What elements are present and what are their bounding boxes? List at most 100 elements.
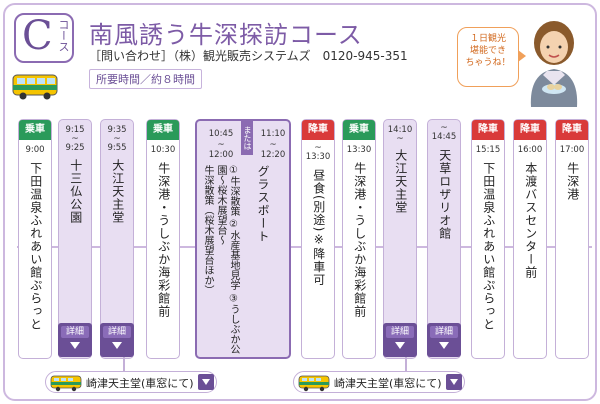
time-tilde: ~	[217, 139, 225, 150]
stop-place: 十三仏公園	[68, 159, 83, 225]
bubble-tail	[518, 50, 526, 62]
passing-point-label: 崎津天主堂(車窓にて)	[86, 377, 194, 390]
time-end: 14:45	[431, 132, 457, 143]
stop-time: ~ 13:30	[302, 140, 334, 163]
time-end: 9:55	[107, 142, 127, 153]
option-a-sub: 牛深散策（桜木展望台ほか）	[202, 165, 213, 295]
stop-column: 乗車 13:30 牛深港・うしぶか海彩館前	[342, 119, 376, 359]
time-end: 9:25	[65, 142, 85, 153]
chevron-down-icon	[112, 342, 122, 349]
duration-badge: 所要時間／約８時間	[89, 69, 202, 89]
passing-point[interactable]: 崎津天主堂(車窓にて)	[45, 371, 217, 393]
time-tilde: ~	[396, 133, 404, 144]
stop-column: 14:10 ~ 大江天主堂	[383, 119, 417, 359]
detail-button[interactable]: 詳細	[58, 323, 92, 357]
chevron-down-icon	[202, 379, 210, 385]
stop-time: ~ 14:45	[428, 120, 460, 143]
time-tilde: ~	[314, 143, 322, 153]
chevron-down-icon	[450, 379, 458, 385]
course-letter: C	[22, 13, 53, 59]
stop-place: 本渡バスセンター前	[523, 161, 538, 279]
stop-column: 乗車 9:00 下田温泉ふれあい館ぷらっと	[18, 119, 52, 359]
bus-icon	[12, 74, 58, 100]
stop-column: 降車 ~ 13:30 昼食(別途)※降車可	[301, 119, 335, 359]
option-a-time: 10:45 ~ 12:00	[203, 129, 239, 161]
time-start: 15:15	[475, 145, 501, 155]
detail-label: 詳細	[386, 326, 414, 338]
chevron-down-icon[interactable]	[446, 374, 462, 390]
stop-place: 天草ロザリオ館	[437, 148, 452, 240]
time-start: 9:35	[107, 125, 127, 135]
passing-point[interactable]: 崎津天主堂(車窓にて)	[293, 371, 465, 393]
stop-place: 下田温泉ふれあい館ぷらっと	[481, 161, 496, 331]
stop-time: 9:00	[19, 140, 51, 156]
detail-button[interactable]: 詳細	[427, 323, 461, 357]
bubble-line: ちゃうね！	[465, 58, 511, 69]
detail-button[interactable]: 詳細	[100, 323, 134, 357]
guide-illustration	[530, 21, 578, 107]
time-tilde: ~	[269, 139, 277, 150]
stop-column: 9:15 ~ 9:25 十三仏公園	[58, 119, 92, 359]
contact-info: ［問い合わせ］（株）観光販売システムズ 0120-945-351	[89, 49, 408, 63]
boarding-badge: 乗車	[147, 120, 179, 140]
stop-column: 9:35 ~ 9:55 大江天主堂	[100, 119, 134, 359]
alighting-badge: 降車	[514, 120, 546, 140]
time-start: 17:00	[559, 145, 585, 155]
waypoint-connector	[123, 357, 125, 373]
stop-time: 14:10 ~	[384, 120, 416, 143]
alighting-badge: 降車	[302, 120, 334, 140]
time-end: 13:30	[305, 152, 331, 163]
page-title: 南風誘う牛深探訪コース	[89, 21, 363, 49]
optional-activity-block: 10:45 ~ 12:00 または 11:10 ~ 12:20 ①牛深散策 ②水…	[195, 119, 291, 359]
course-kana: コース	[57, 19, 70, 52]
boarding-badge: 乗車	[343, 120, 375, 140]
stop-time: 10:30	[147, 140, 179, 156]
time-start: 10:30	[150, 145, 176, 155]
course-badge: C コース	[14, 13, 74, 63]
detail-label: 詳細	[103, 326, 131, 338]
stop-time: 9:15 ~ 9:25	[59, 120, 91, 153]
time-start: 10:45	[208, 129, 234, 139]
time-start: 14:10	[387, 125, 413, 135]
or-separator: または	[241, 121, 253, 155]
chevron-down-icon[interactable]	[198, 374, 214, 390]
stop-time: 16:00	[514, 140, 546, 156]
stop-place: 大江天主堂	[110, 159, 125, 225]
stop-time: 9:35 ~ 9:55	[101, 120, 133, 153]
stop-place: 下田温泉ふれあい館ぷらっと	[28, 161, 43, 331]
boarding-badge: 乗車	[19, 120, 51, 140]
bubble-line: １日観光	[469, 34, 506, 44]
stop-time: 17:00	[556, 140, 588, 156]
detail-label: 詳細	[61, 326, 89, 338]
bus-icon	[298, 375, 330, 392]
detail-button[interactable]: 詳細	[383, 323, 417, 357]
chevron-down-icon	[395, 342, 405, 349]
time-start: 9:00	[25, 145, 45, 155]
stop-column: ~ 14:45 天草ロザリオ館	[427, 119, 461, 359]
speech-bubble: １日観光 堪能でき ちゃうね！	[457, 27, 526, 87]
option-b-time: 11:10 ~ 12:20	[255, 129, 291, 161]
option-b-place: グラスボート	[256, 165, 270, 243]
time-tilde: ~	[440, 123, 448, 133]
stop-time: 13:30	[343, 140, 375, 156]
time-tilde: ~	[71, 133, 79, 144]
time-start: 11:10	[260, 129, 286, 139]
stop-place: 牛深港	[565, 161, 580, 201]
option-a-items: ①牛深散策 ②水産基地見学 ③うしぶか公園～桜木展望台～	[215, 165, 239, 355]
time-end: 12:20	[260, 150, 286, 161]
detail-label: 詳細	[430, 326, 458, 338]
option-a-list: ①牛深散策 ②水産基地見学 ③うしぶか公園～桜木展望台～ 牛深散策（桜木展望台ほ…	[201, 165, 240, 355]
course-panel: C コース 南風誘う牛深探訪コース ［問い合わせ］（株）観光販売システムズ 01…	[3, 3, 597, 401]
stop-column: 降車 17:00 牛深港	[555, 119, 589, 359]
time-start: 13:30	[346, 145, 372, 155]
alighting-badge: 降車	[472, 120, 504, 140]
time-start: 16:00	[517, 145, 543, 155]
alighting-badge: 降車	[556, 120, 588, 140]
time-start: 9:15	[65, 125, 85, 135]
stop-column: 乗車 10:30 牛深港・うしぶか海彩館前	[146, 119, 180, 359]
chevron-down-icon	[70, 342, 80, 349]
stop-place: 牛深港・うしぶか海彩館前	[352, 161, 367, 318]
waypoint-connector	[405, 357, 407, 373]
chevron-down-icon	[439, 342, 449, 349]
stop-column: 降車 15:15 下田温泉ふれあい館ぷらっと	[471, 119, 505, 359]
